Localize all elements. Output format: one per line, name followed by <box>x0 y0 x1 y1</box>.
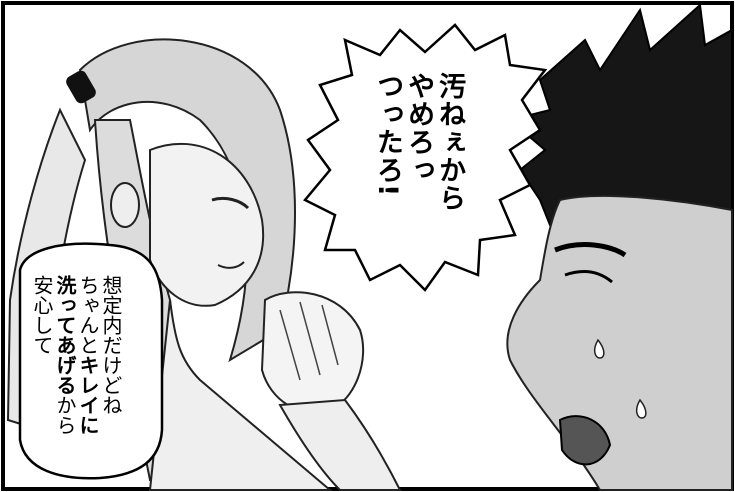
girl-hair-tie <box>66 70 96 104</box>
speech-line: 洗ってあげるから <box>53 275 77 435</box>
speech-line: 想定内だけどね <box>99 275 123 415</box>
speech-line: 安心して <box>30 275 54 355</box>
girl-face <box>149 142 265 307</box>
speech-bubble-right <box>303 23 548 292</box>
speech-line: ちゃんとキレイに <box>76 275 100 435</box>
speech-line: やめろっ <box>403 72 435 184</box>
speech-text-left: 想定内だけどね ちゃんとキレイに 洗ってあげるから 安心して <box>30 275 123 435</box>
speech-text-right: 汚ねぇから やめろっ つったろ! <box>372 72 465 212</box>
speech-bubble-left <box>18 242 164 480</box>
man-face <box>506 194 733 491</box>
girl-arm <box>278 398 402 491</box>
speech-line: 汚ねぇから <box>434 72 466 212</box>
sweat-drop <box>593 338 605 359</box>
girl-mouth <box>217 261 245 269</box>
speech-line: つったろ! <box>372 72 404 198</box>
girl-ear <box>110 182 140 228</box>
man-mouth <box>558 415 612 466</box>
girl-body <box>148 299 333 491</box>
man-figure <box>506 2 733 491</box>
girl-hands <box>260 291 365 414</box>
man-eyebrow <box>554 242 627 258</box>
girl-eye <box>211 196 250 210</box>
man-eye <box>564 270 613 284</box>
